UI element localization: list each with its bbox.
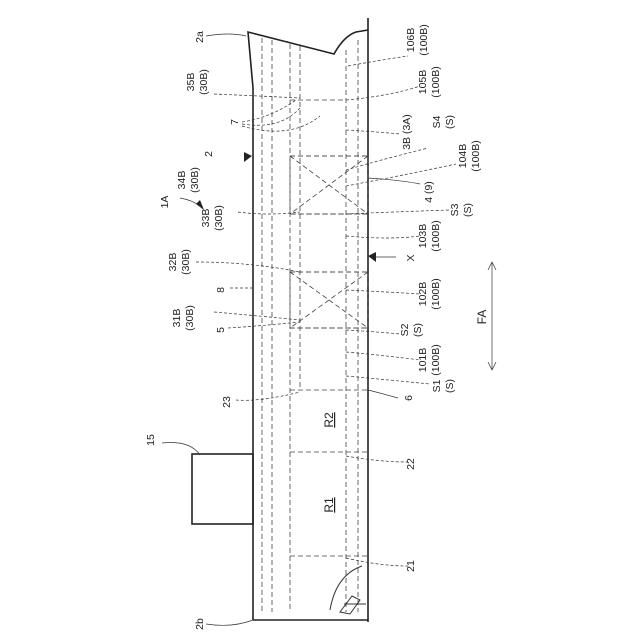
label-35b-paren: (30B) [198, 69, 210, 95]
label-s1: S1 [431, 379, 443, 392]
label-104b-paren: (100B) [470, 140, 482, 172]
room-r2: R2 [290, 412, 368, 452]
label-3b: 3B (3A) [401, 114, 413, 150]
label-105b: 105B [417, 70, 429, 95]
hull-bow-2a [248, 30, 368, 88]
label-105b-paren: (100B) [430, 66, 442, 98]
label-22: 22 [405, 458, 417, 470]
label-34b: 34B [176, 171, 188, 190]
arrow-x: X [368, 252, 417, 262]
label-34b-paren: (30B) [189, 167, 201, 193]
label-2: 2 [203, 151, 215, 157]
label-1a: 1A [159, 196, 171, 209]
tank-cross-lower [290, 272, 368, 328]
label-2a: 2a [194, 31, 206, 43]
label-s3-paren: (S) [462, 203, 474, 217]
label-21: 21 [405, 560, 417, 572]
label-101b: 101B [417, 348, 429, 373]
label-33b: 33B [200, 209, 212, 228]
label-s4: S4 [431, 115, 443, 128]
label-101b-paren: (100B) [430, 344, 442, 376]
label-103b-paren: (100B) [430, 220, 442, 252]
label-35b: 35B [185, 73, 197, 92]
room-r1: R1 [290, 497, 368, 556]
label-s4-paren: (S) [444, 115, 456, 129]
hull-outline [248, 18, 368, 622]
label-23: 23 [221, 396, 233, 408]
label-2b: 2b [194, 618, 206, 630]
label-r2: R2 [322, 412, 336, 428]
label-4: 4 (9) [423, 181, 435, 203]
label-8: 8 [215, 287, 227, 293]
label-s1-paren: (S) [444, 379, 456, 393]
label-32b: 32B [167, 253, 179, 272]
tank-cross-upper [290, 156, 368, 214]
label-6: 6 [403, 395, 415, 401]
label-x: X [405, 254, 417, 261]
label-106b: 106B [405, 28, 417, 53]
hold-partitions [290, 100, 368, 390]
longitudinal-dashes [262, 38, 358, 612]
leader-7: 7 [229, 100, 320, 131]
label-s3: S3 [449, 203, 461, 216]
label-s2-paren: (S) [412, 323, 424, 337]
label-31b-paren: (30B) [184, 305, 196, 331]
box-15: 15 [145, 434, 253, 524]
label-33b-paren: (30B) [213, 205, 225, 231]
label-31b: 31B [171, 309, 183, 328]
label-106b-paren: (100B) [418, 24, 430, 56]
arrow-2: 2 [203, 151, 252, 162]
label-103b: 103B [417, 224, 429, 249]
label-102b-paren: (100B) [430, 278, 442, 310]
label-104b: 104B [457, 144, 469, 169]
stern-detail [330, 566, 366, 614]
label-5: 5 [215, 327, 227, 333]
label-fa: FA [475, 310, 489, 325]
label-15: 15 [145, 434, 157, 446]
label-7: 7 [229, 119, 241, 125]
leaders-left [196, 34, 300, 625]
label-s2: S2 [399, 323, 411, 336]
fa-arrow: FA [475, 262, 496, 370]
label-102b: 102B [417, 282, 429, 307]
label-r1: R1 [322, 497, 336, 513]
label-32b-paren: (30B) [180, 249, 192, 275]
arrow-1a: 1A [159, 196, 204, 210]
